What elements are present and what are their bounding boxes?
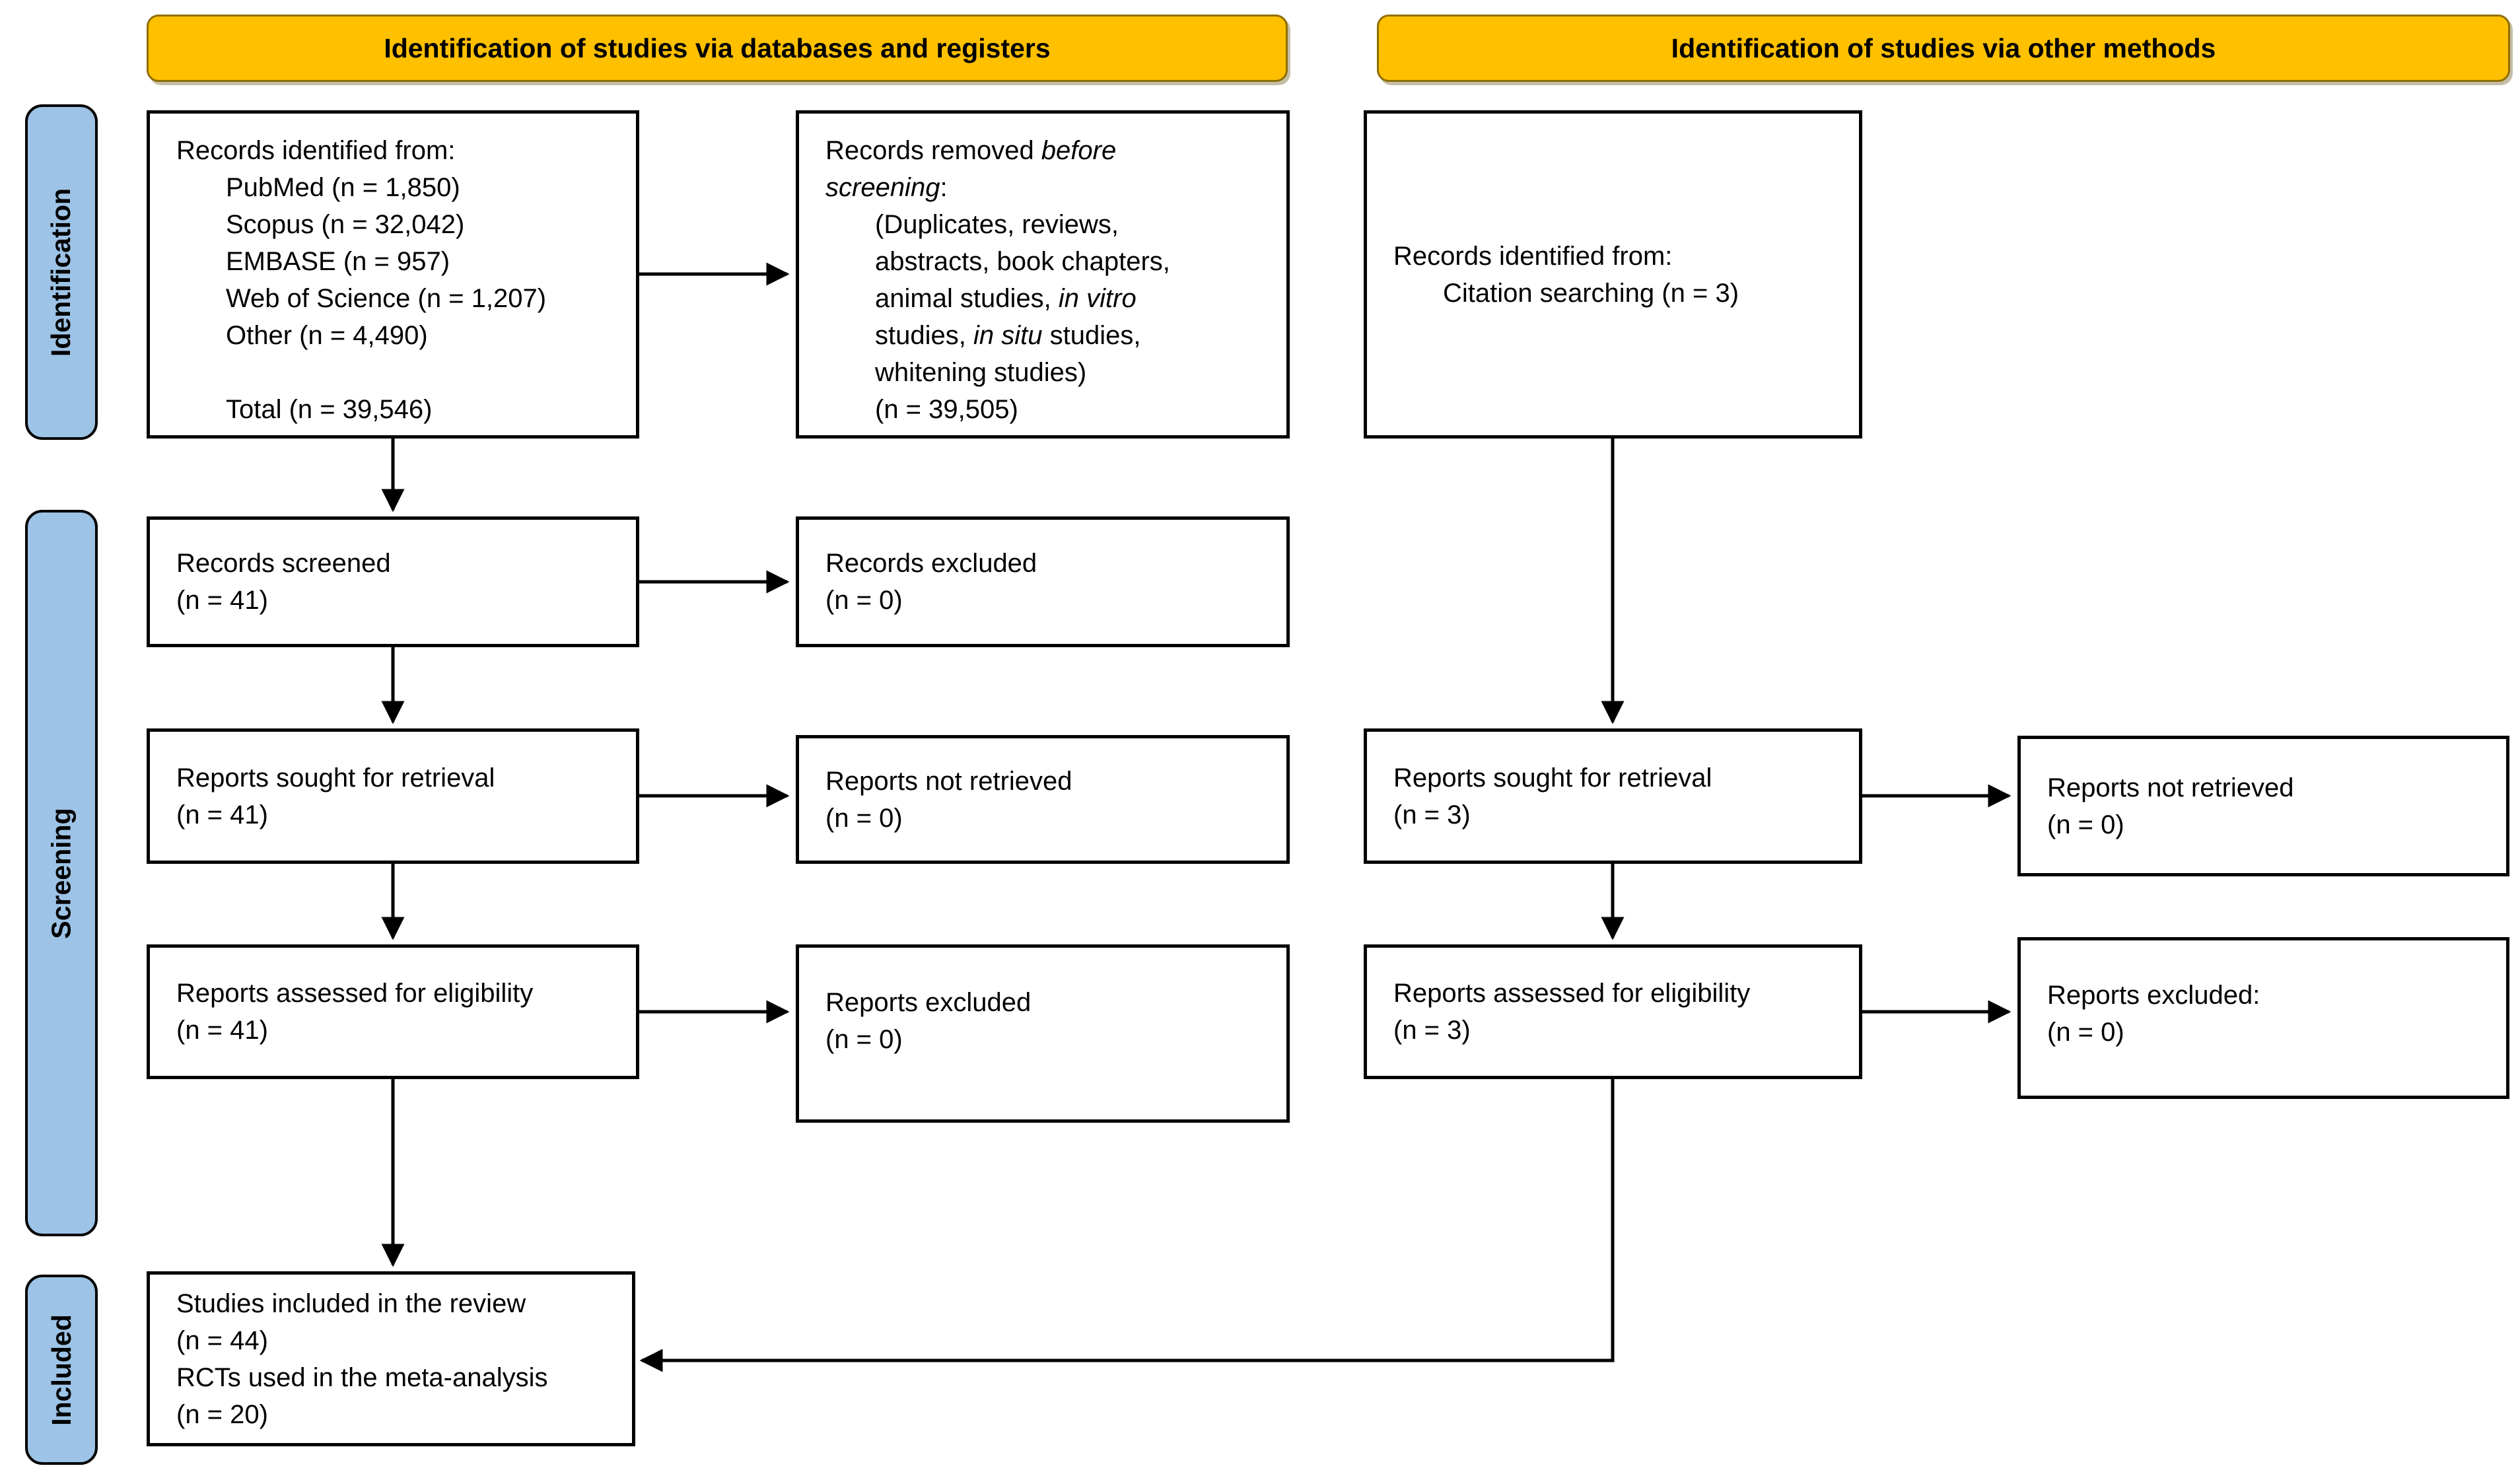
box-reports-sought-retrieval-other: Reports sought for retrieval (n = 3) (1364, 728, 1862, 864)
box-reports-not-retrieved-databases: Reports not retrieved (n = 0) (796, 735, 1290, 864)
box-title: Records identified from: (1393, 241, 1673, 271)
count-line: (n = 0) (825, 1025, 903, 1054)
stage-screening: Screening (25, 510, 98, 1236)
stage-identification: Identification (25, 104, 98, 440)
stage-label: Screening (46, 807, 77, 939)
box-studies-included: Studies included in the review (n = 44) … (147, 1271, 635, 1446)
box-records-identified-other-methods: Records identified from: Citation search… (1364, 110, 1862, 439)
source-item: Web of Science (n = 1,207) (226, 284, 547, 313)
box-reports-assessed-eligibility-databases: Reports assessed for eligibility (n = 41… (147, 944, 639, 1079)
box-line: Records excluded (825, 549, 1037, 578)
box-records-excluded: Records excluded (n = 0) (796, 516, 1290, 647)
count-line: (n = 20) (176, 1399, 268, 1429)
count-line: (n = 0) (2047, 810, 2124, 839)
count-line: (n = 41) (176, 586, 268, 615)
stage-included: Included (25, 1275, 98, 1465)
source-item: PubMed (n = 1,850) (226, 173, 460, 202)
box-line: Reports sought for retrieval (1393, 763, 1712, 793)
reason-line: whitening studies) (875, 358, 1087, 387)
box-reports-excluded-databases: Reports excluded (n = 0) (796, 944, 1290, 1123)
banner-identification-databases: Identification of studies via databases … (147, 15, 1288, 82)
box-title-line: screening: (825, 173, 948, 202)
count-line: (n = 0) (825, 803, 903, 833)
banner-identification-other-methods: Identification of studies via other meth… (1377, 15, 2510, 82)
stage-label: Included (46, 1314, 77, 1426)
box-line: Reports not retrieved (2047, 773, 2294, 802)
box-line: Reports excluded: (2047, 981, 2260, 1010)
stage-label: Identification (46, 188, 77, 357)
reason-line: (Duplicates, reviews, (875, 210, 1119, 239)
reason-line: animal studies, in vitro (875, 284, 1137, 313)
box-records-identified-databases: Records identified from: PubMed (n = 1,8… (147, 110, 639, 439)
source-item: Citation searching (n = 3) (1443, 278, 1739, 308)
box-line: Reports assessed for eligibility (1393, 979, 1751, 1008)
box-line: RCTs used in the meta-analysis (176, 1362, 548, 1392)
box-reports-excluded-other: Reports excluded: (n = 0) (2017, 937, 2509, 1099)
count-line: (n = 3) (1393, 800, 1471, 829)
box-line: Reports excluded (825, 988, 1032, 1017)
source-item: Other (n = 4,490) (226, 321, 428, 350)
total-line: Total (n = 39,546) (226, 395, 433, 424)
box-records-screened: Records screened (n = 41) (147, 516, 639, 647)
count-line: (n = 41) (176, 1016, 268, 1045)
box-reports-not-retrieved-other: Reports not retrieved (n = 0) (2017, 736, 2509, 876)
count-line: (n = 3) (1393, 1016, 1471, 1045)
banner-label: Identification of studies via databases … (384, 32, 1051, 63)
count-line: (n = 44) (176, 1325, 268, 1355)
source-item: Scopus (n = 32,042) (226, 210, 465, 239)
source-item: EMBASE (n = 957) (226, 247, 450, 276)
box-line: Reports sought for retrieval (176, 763, 495, 793)
reason-line: studies, in situ studies, (875, 321, 1141, 350)
count-line: (n = 0) (2047, 1018, 2124, 1047)
box-title: Records identified from: (176, 136, 456, 165)
box-reports-assessed-eligibility-other: Reports assessed for eligibility (n = 3) (1364, 944, 1862, 1079)
count-line: (n = 0) (825, 586, 903, 615)
box-line: Reports assessed for eligibility (176, 979, 534, 1008)
box-records-removed-before-screening: Records removed before screening: (Dupli… (796, 110, 1290, 439)
box-line: Reports not retrieved (825, 766, 1072, 796)
banner-label: Identification of studies via other meth… (1671, 32, 2216, 63)
box-reports-sought-retrieval-databases: Reports sought for retrieval (n = 41) (147, 728, 639, 864)
box-line: Records screened (176, 549, 391, 578)
reason-line: abstracts, book chapters, (875, 247, 1170, 276)
count-line: (n = 41) (176, 800, 268, 829)
box-title-line: Records removed before (825, 136, 1117, 165)
count-line: (n = 39,505) (875, 395, 1018, 424)
box-line: Studies included in the review (176, 1288, 526, 1318)
